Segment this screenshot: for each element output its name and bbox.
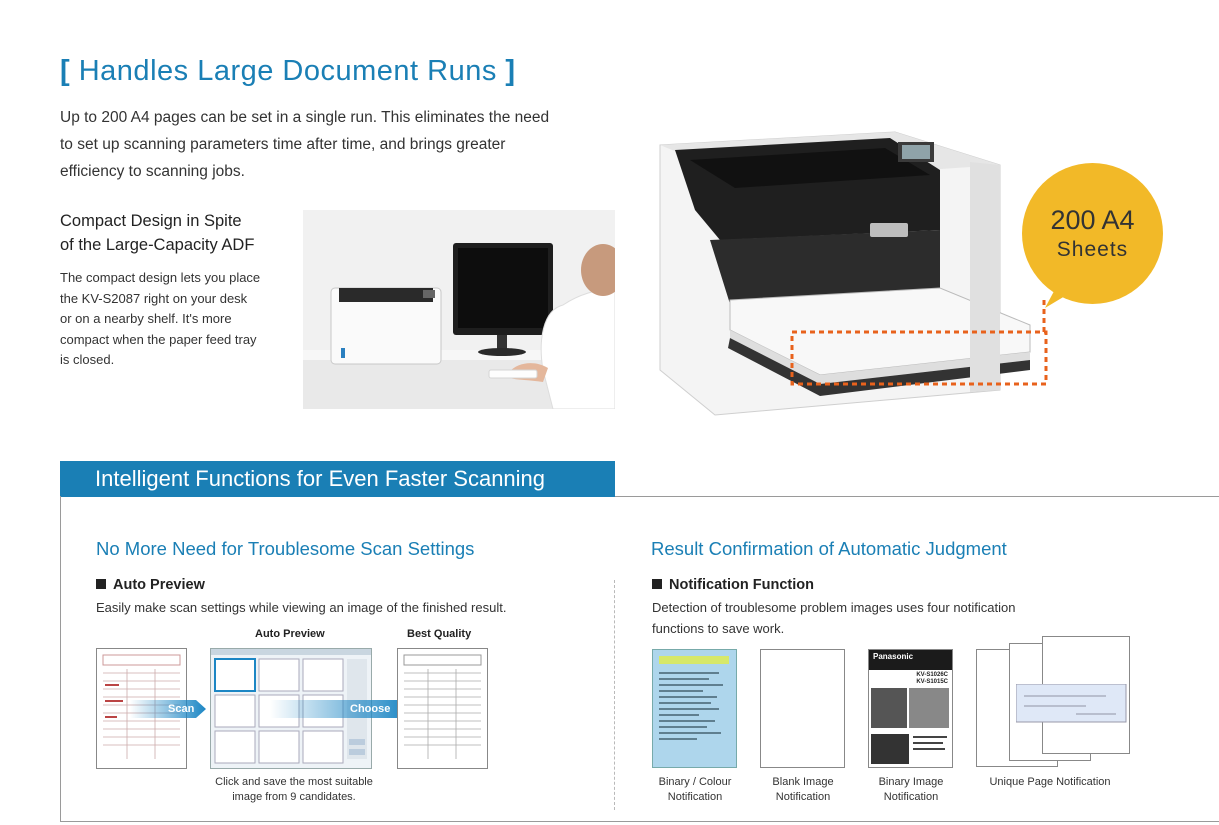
auto-preview-panel-title: No More Need for Troublesome Scan Settin… bbox=[96, 538, 475, 559]
best-quality-label: Best Quality bbox=[407, 628, 472, 640]
colour-page-icon bbox=[659, 656, 729, 740]
badge-pointer bbox=[1045, 280, 1075, 308]
choose-arrow-label: Choose bbox=[350, 703, 391, 715]
auto-preview-label: Auto Preview bbox=[255, 628, 325, 640]
caption-line: image from 9 candidates. bbox=[232, 791, 356, 803]
office-desk-photo bbox=[303, 210, 615, 409]
auto-preview-description: Easily make scan settings while viewing … bbox=[96, 600, 507, 615]
caption-line: Click and save the most suitable bbox=[215, 776, 373, 788]
feature-label-text: Auto Preview bbox=[113, 577, 205, 593]
intro-line: efficiency to scanning jobs. bbox=[60, 163, 245, 180]
compact-body-line: the KV-S2087 right on your desk bbox=[60, 290, 248, 306]
badge-unit: Sheets bbox=[1056, 238, 1129, 261]
cheque-icon bbox=[1016, 684, 1127, 723]
unique-page-stack-thumbnail bbox=[976, 636, 1131, 768]
intro-line: Up to 200 A4 pages can be set in a singl… bbox=[60, 109, 550, 126]
brochure-model: KV-S1015C bbox=[916, 679, 948, 685]
colour-notification-caption: Binary / Colour Notification bbox=[640, 775, 750, 805]
compact-body-line: compact when the paper feed tray bbox=[60, 331, 257, 347]
section-frame bbox=[60, 496, 1219, 822]
notification-panel-title: Result Confirmation of Automatic Judgmen… bbox=[651, 538, 1007, 559]
caption-line: Binary Image bbox=[878, 776, 944, 788]
brochure-brand: Panasonic bbox=[873, 652, 914, 661]
best-quality-document-thumbnail bbox=[397, 648, 488, 769]
intro-line: to set up scanning parameters time after… bbox=[60, 136, 506, 153]
caption-line: Unique Page Notification bbox=[989, 776, 1111, 788]
auto-preview-caption: Click and save the most suitable image f… bbox=[196, 775, 392, 805]
badge-count: 200 A4 bbox=[1050, 205, 1135, 235]
section-header-tab: Intelligent Functions for Even Faster Sc… bbox=[60, 461, 615, 497]
bullet-square-icon bbox=[96, 579, 106, 589]
page-title: [ Handles Large Document Runs ] bbox=[60, 55, 516, 88]
caption-line: Blank Image bbox=[772, 776, 834, 788]
intro-paragraph: Up to 200 A4 pages can be set in a singl… bbox=[60, 104, 620, 185]
compact-title-line: Compact Design in Spite bbox=[60, 212, 242, 230]
compact-design-body: The compact design lets you place the KV… bbox=[60, 268, 295, 371]
unique-page-notification-caption: Unique Page Notification bbox=[975, 775, 1125, 790]
scanner-product-image bbox=[640, 120, 1050, 480]
notification-feature-label: Notification Function bbox=[652, 577, 814, 593]
description-line: functions to save work. bbox=[652, 621, 785, 636]
clean-form-document-icon bbox=[403, 654, 482, 759]
blank-notification-caption: Blank Image Notification bbox=[748, 775, 858, 805]
title-bracket-close: ] bbox=[505, 55, 516, 87]
section-title: Intelligent Functions for Even Faster Sc… bbox=[95, 466, 546, 491]
compact-design-heading: Compact Design in Spite of the Large-Cap… bbox=[60, 209, 300, 257]
caption-line: Notification bbox=[667, 791, 723, 803]
brochure-document-thumbnail: Panasonic KV-S1026C KV-S1015C bbox=[868, 649, 953, 768]
brochure-photo-icon bbox=[871, 688, 949, 764]
scan-arrow-icon bbox=[130, 700, 206, 718]
auto-preview-feature-label: Auto Preview bbox=[96, 577, 205, 593]
brochure-header bbox=[869, 650, 952, 670]
brochure-models: KV-S1026C KV-S1015C bbox=[916, 672, 948, 686]
section-top-rule bbox=[615, 496, 1219, 497]
panel-divider bbox=[614, 580, 615, 810]
scanner-illustration bbox=[659, 131, 1048, 416]
compact-body-line: or on a nearby shelf. It's more bbox=[60, 311, 232, 326]
caption-line: Notification bbox=[883, 791, 939, 803]
colour-document-thumbnail bbox=[652, 649, 737, 768]
choose-arrow-icon bbox=[270, 700, 408, 718]
feature-label-text: Notification Function bbox=[669, 577, 814, 593]
office-photo-illustration bbox=[303, 210, 615, 409]
description-line: Detection of troublesome problem images … bbox=[652, 600, 1016, 615]
compact-body-line: The compact design lets you place bbox=[60, 270, 261, 285]
bullet-square-icon bbox=[652, 579, 662, 589]
compact-title-line: of the Large-Capacity ADF bbox=[60, 236, 255, 254]
caption-line: Notification bbox=[775, 791, 831, 803]
scan-arrow-label: Scan bbox=[168, 703, 195, 715]
binary-notification-caption: Binary Image Notification bbox=[856, 775, 966, 805]
capacity-badge: 200 A4 Sheets bbox=[1022, 163, 1163, 304]
brochure-model: KV-S1026C bbox=[916, 672, 948, 678]
title-text: Handles Large Document Runs bbox=[78, 55, 497, 87]
notification-description: Detection of troublesome problem images … bbox=[652, 597, 1102, 639]
title-bracket-open: [ bbox=[60, 55, 71, 87]
compact-body-line: is closed. bbox=[60, 352, 115, 367]
caption-line: Binary / Colour bbox=[658, 776, 732, 788]
blank-document-thumbnail bbox=[760, 649, 845, 768]
